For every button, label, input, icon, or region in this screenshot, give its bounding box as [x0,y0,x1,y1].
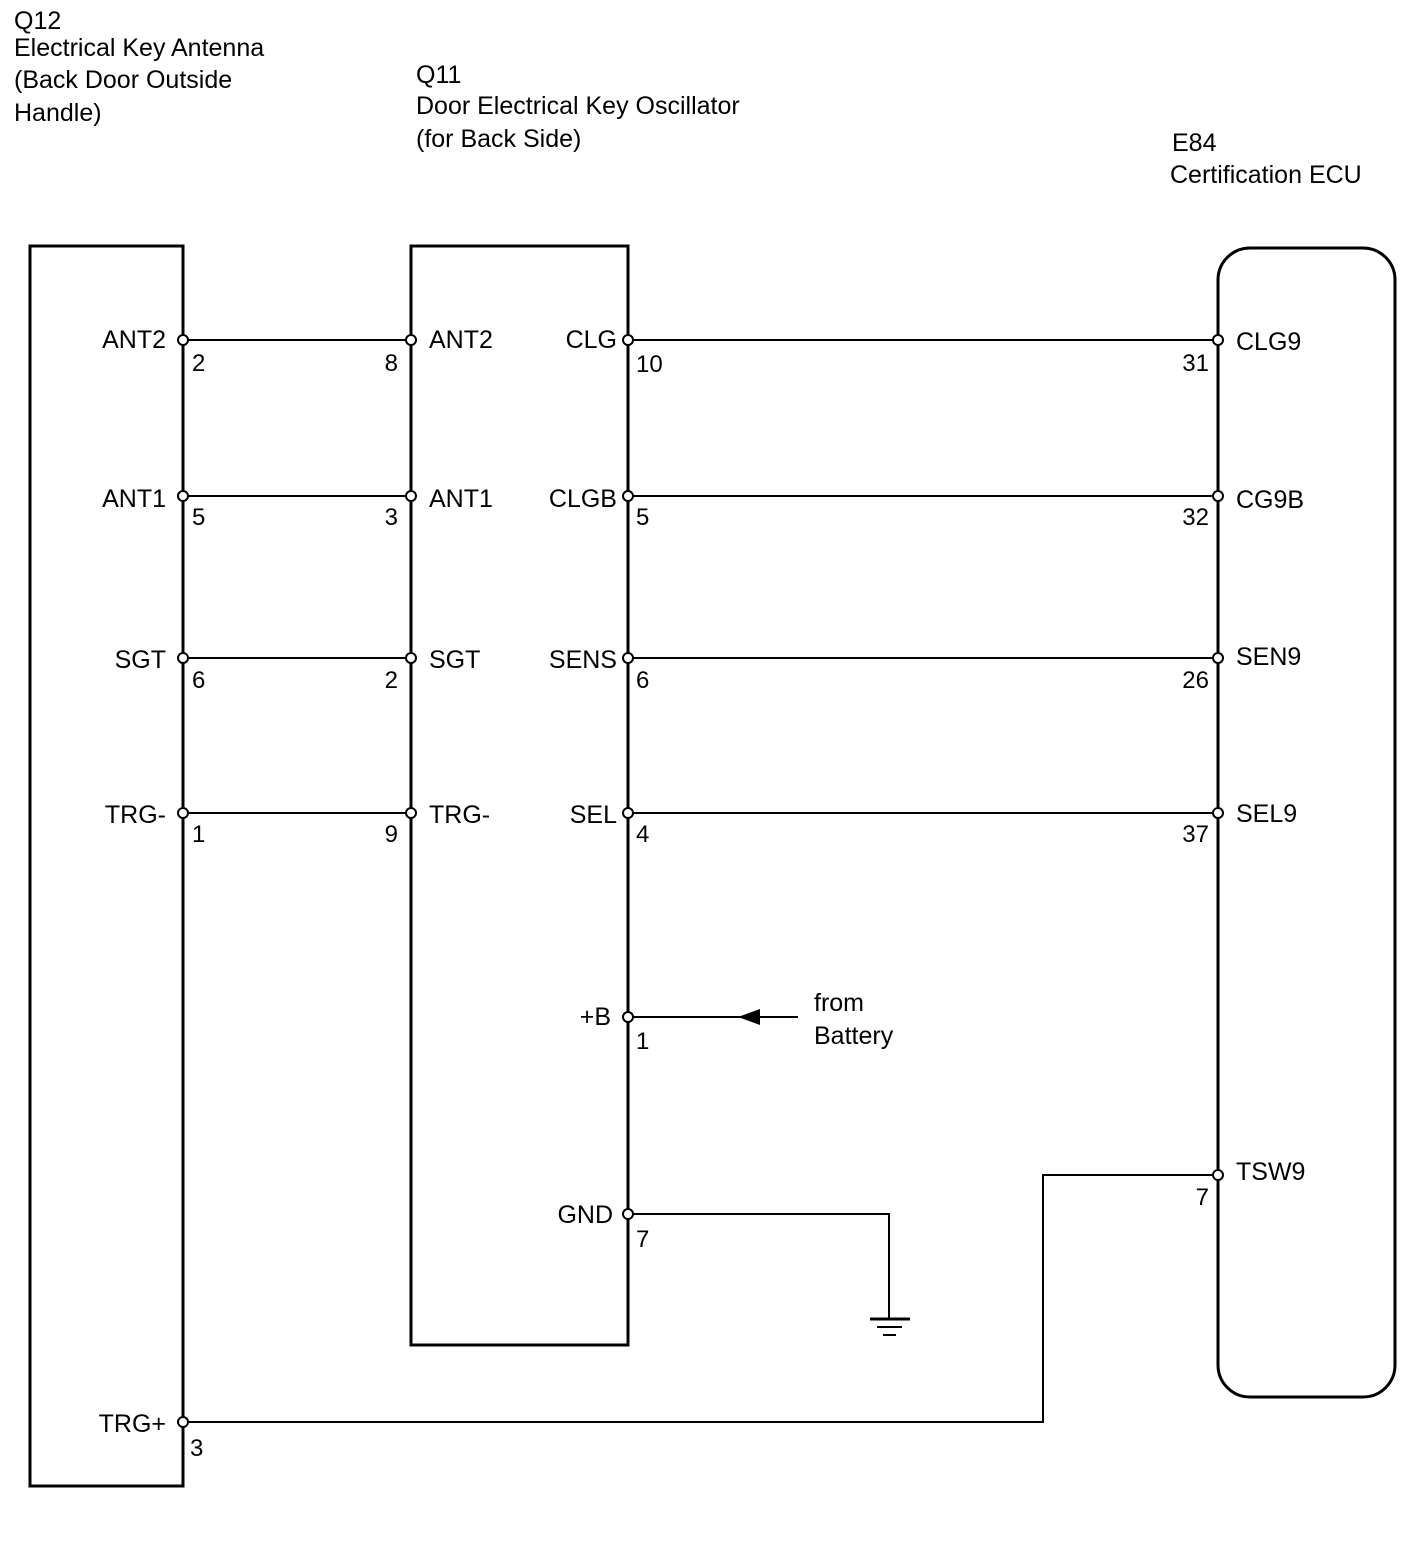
terminal [177,490,189,502]
pin-number: 3 [190,1435,203,1462]
terminal [622,490,634,502]
pin-label: TSW9 [1236,1158,1305,1186]
pin-label: ANT1 [102,485,166,513]
battery-arrow [738,1009,760,1025]
q12-name-line-1: Electrical Key Antenna [14,34,264,62]
pin-number: 2 [385,667,398,694]
pin-label: SENS [549,646,617,674]
pin-label: TRG- [429,801,490,829]
pin-label: TRG+ [99,1410,166,1438]
battery-note-line-1: from [814,989,864,1017]
wires [183,339,1218,1423]
q11-right-pins: CLG 10 CLGB 5 SENS 6 SEL 4 +B 1 GND 7 [549,326,663,1253]
pin-number: 26 [1182,667,1209,694]
terminal [177,652,189,664]
pin-number: 10 [636,351,663,378]
terminal [1212,1169,1224,1181]
pin-label: ANT1 [429,485,493,513]
e84-pins: CLG9 31 CG9B 32 SEN9 26 SEL9 37 TSW9 7 [1182,328,1305,1211]
e84-title: E84 Certification ECU [1170,129,1362,189]
e84-code: E84 [1172,129,1217,157]
pin-number: 5 [192,504,205,531]
pin-number: 37 [1182,821,1209,848]
terminal [1212,807,1224,819]
q12-name-line-3: Handle) [14,99,102,127]
terminal [177,807,189,819]
pin-label: ANT2 [102,326,166,354]
pin-label: +B [580,1003,611,1031]
wire-gnd [628,1213,890,1318]
q11-left-pins: ANT2 8 ANT1 3 SGT 2 TRG- 9 [385,326,493,848]
q11-title: Q11 Door Electrical Key Oscillator (for … [416,61,740,153]
pin-label: SGT [429,646,480,674]
terminal [177,1416,189,1428]
terminal [622,807,634,819]
pin-label: CLG [566,326,617,354]
ground-icon [870,1317,910,1336]
terminal [622,1011,634,1023]
terminal [1212,334,1224,346]
pin-label: SEN9 [1236,643,1301,671]
pin-number: 7 [1196,1184,1209,1211]
pin-number: 6 [192,667,205,694]
pin-number: 6 [636,667,649,694]
pin-label: SEL [570,801,617,829]
pin-number: 32 [1182,504,1209,531]
q12-code: Q12 [14,7,61,35]
pin-number: 1 [636,1028,649,1055]
terminal [405,490,417,502]
terminal [405,334,417,346]
pin-number: 31 [1182,350,1209,377]
wire-trg-plus [183,1174,1218,1423]
q11-name-line-2: (for Back Side) [416,125,581,153]
q11-code: Q11 [416,61,461,89]
pin-number: 8 [385,350,398,377]
terminal [622,1208,634,1220]
pin-label: SEL9 [1236,800,1297,828]
q12-pins: ANT2 2 ANT1 5 SGT 6 TRG- 1 TRG+ 3 [99,326,206,1462]
terminal [405,652,417,664]
terminal [622,334,634,346]
terminal [622,652,634,664]
e84-name-line-1: Certification ECU [1170,161,1362,189]
pin-label: ANT2 [429,326,493,354]
pin-label: CG9B [1236,486,1304,514]
terminal [177,334,189,346]
pin-number: 5 [636,504,649,531]
pin-label: TRG- [105,801,166,829]
battery-note-line-2: Battery [814,1022,894,1050]
q11-box [409,244,630,1347]
pin-number: 3 [385,504,398,531]
pin-label: GND [557,1201,613,1229]
q12-title: Q12 Electrical Key Antenna (Back Door Ou… [14,7,264,127]
q12-name-line-2: (Back Door Outside [14,66,232,94]
pin-number: 7 [636,1226,649,1253]
terminal [405,807,417,819]
pin-number: 1 [192,821,205,848]
pin-label: CLG9 [1236,328,1301,356]
pin-label: CLGB [549,485,617,513]
terminal [1212,652,1224,664]
pin-number: 9 [385,821,398,848]
terminal [1212,490,1224,502]
pin-number: 4 [636,821,649,848]
pin-label: SGT [115,646,166,674]
q11-name-line-1: Door Electrical Key Oscillator [416,92,740,120]
q12-box [28,244,185,1488]
pin-number: 2 [192,350,205,377]
e84-box [1216,246,1397,1399]
